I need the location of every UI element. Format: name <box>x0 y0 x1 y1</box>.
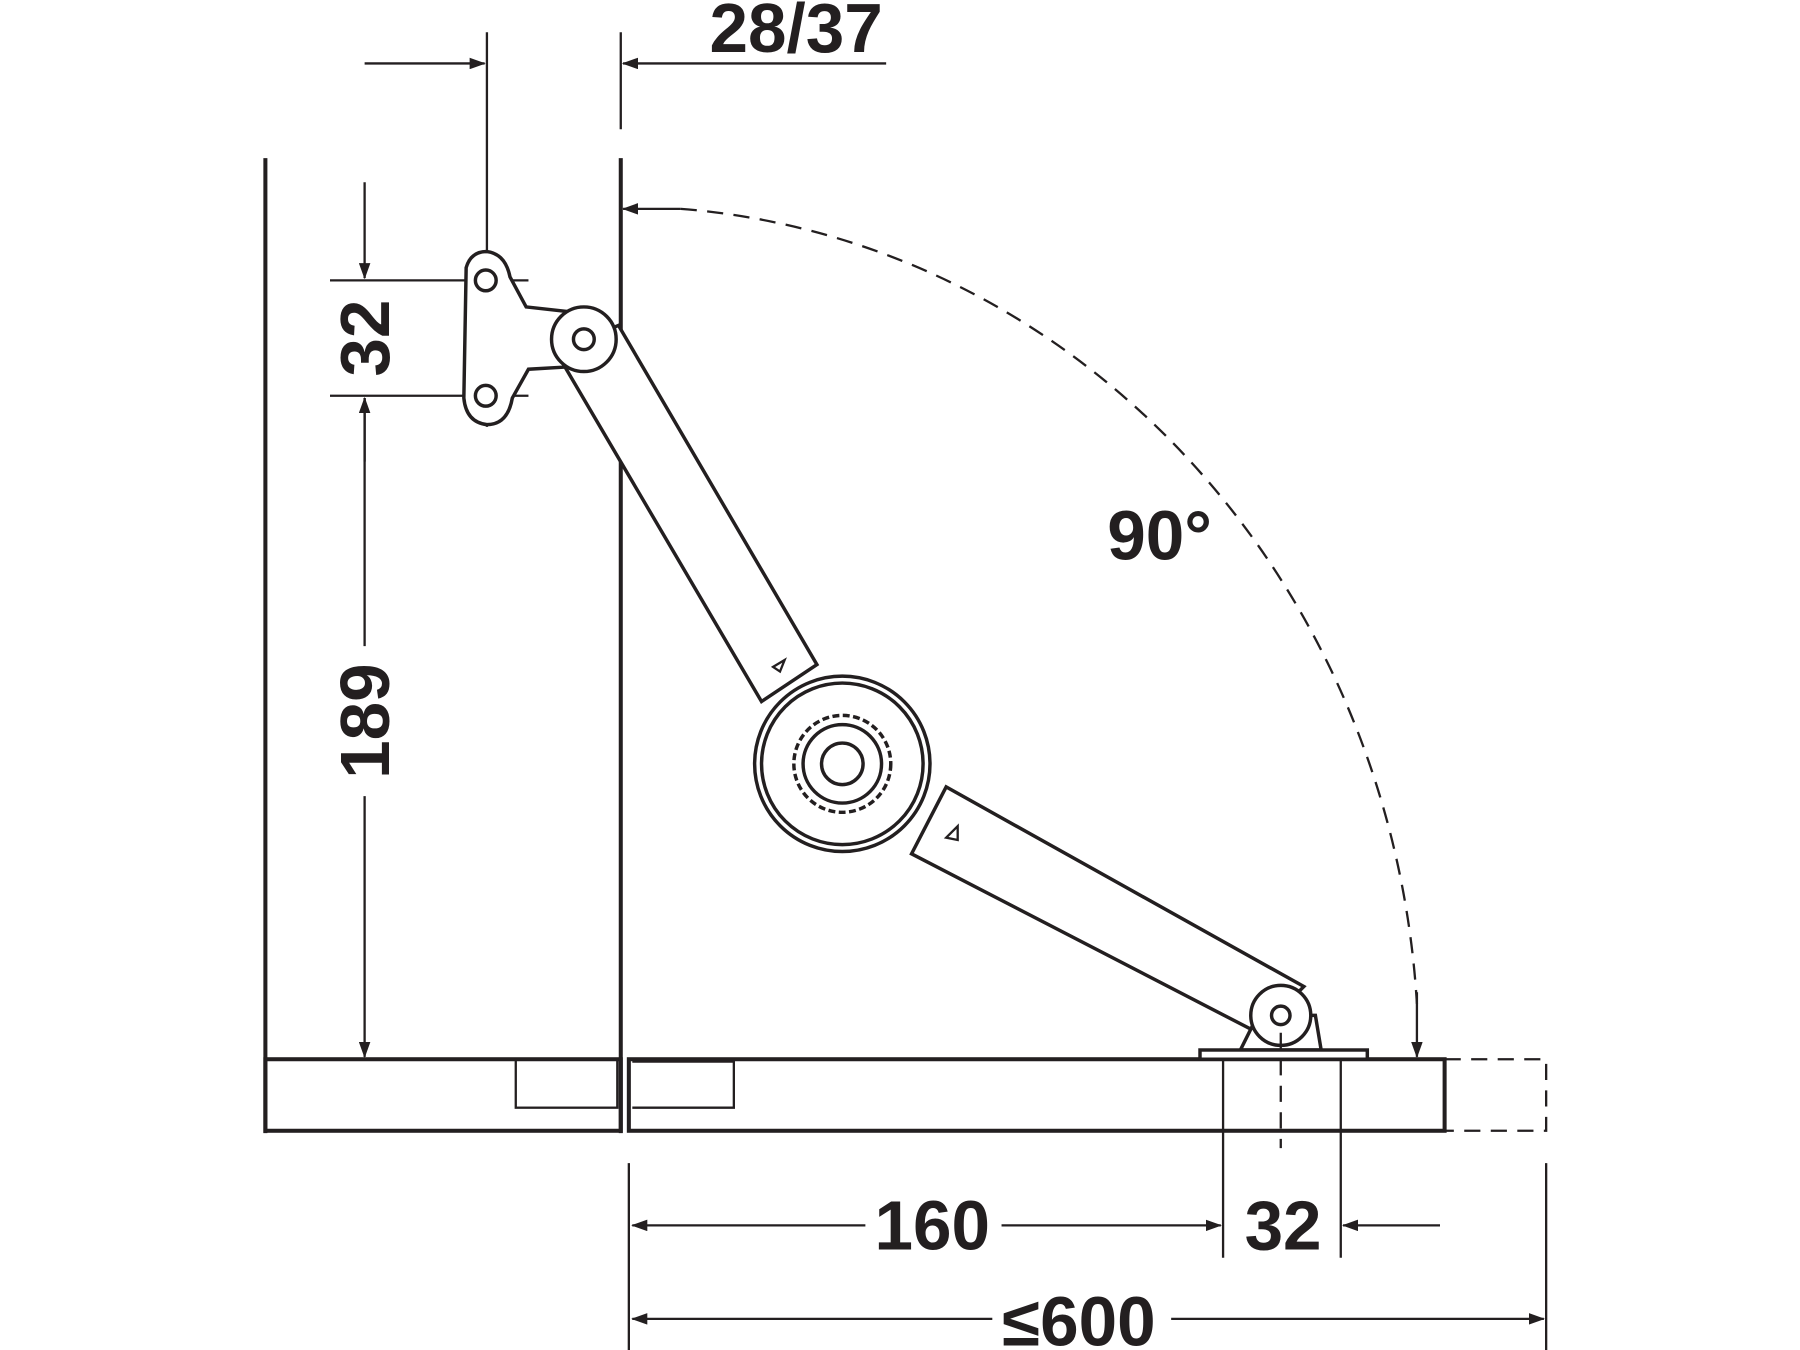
dimension-label-hole-spacing-horizontal: 32 <box>1245 1187 1322 1265</box>
dimension-plate-offset: 28/37 <box>364 0 887 427</box>
dimension-label-angle: 90° <box>1107 497 1212 575</box>
dimension-vertical: 32 189 <box>326 182 529 1059</box>
dimension-label-max-depth: ≤600 <box>1002 1282 1155 1350</box>
dimension-label-hole-spacing-vertical: 32 <box>326 300 404 377</box>
dimension-label-plate-offset: 28/37 <box>710 0 883 67</box>
cabinet-side-panel <box>263 158 623 1134</box>
dimension-label-distance: 160 <box>875 1187 990 1265</box>
mounting-plate <box>462 249 570 427</box>
dimension-bottom: 160 32 ≤600 <box>627 1032 1548 1350</box>
flap-panel <box>626 1057 1548 1133</box>
opening-angle-arc: 90° <box>621 203 1423 1059</box>
lift-stay-arm <box>549 305 1370 1061</box>
dimension-label-height: 189 <box>326 663 404 778</box>
